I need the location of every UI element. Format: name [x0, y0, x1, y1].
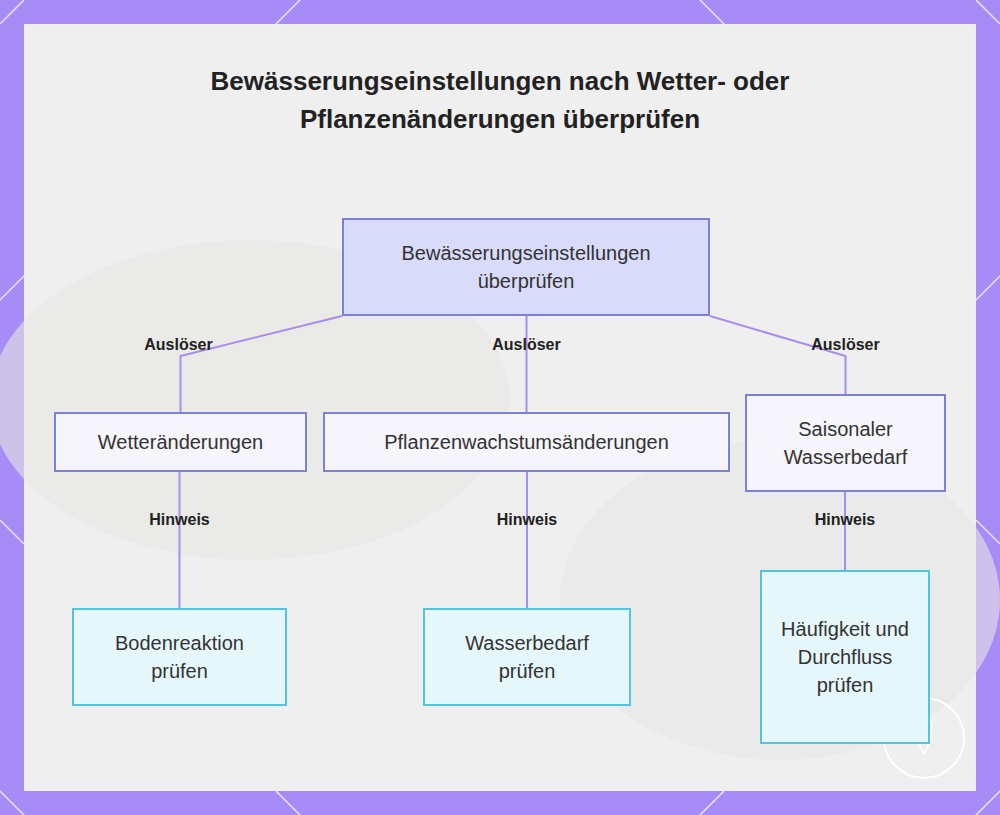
edge-label: Hinweis — [815, 511, 875, 529]
process-box: Pflanzenwachstumsänderungen — [323, 412, 730, 472]
edge-label: Auslöser — [144, 336, 212, 354]
box-content: Bewässerungseinstellungen überprüfen — [354, 239, 698, 295]
box-text: Pflanzenwachstumsänderungen — [384, 428, 669, 456]
box-content: Bodenreaktion prüfen — [84, 629, 275, 685]
diagram-title: Bewässerungseinstellungen nach Wetter- o… — [200, 62, 800, 138]
box-text: Bewässerungseinstellungen überprüfen — [354, 239, 698, 295]
edge-label: Auslöser — [492, 336, 560, 354]
connector — [844, 492, 846, 570]
box-text: Bodenreaktion prüfen — [84, 629, 275, 685]
box-text: Wetteränderungen — [98, 428, 263, 456]
box-text: Häufigkeit und Durchfluss prüfen — [772, 615, 918, 699]
connector — [526, 316, 528, 412]
box-content: Saisonaler Wasserbedarf — [757, 415, 934, 471]
connector — [526, 472, 528, 608]
connector — [710, 316, 846, 394]
process-box: Saisonaler Wasserbedarf — [745, 394, 946, 492]
connector — [181, 316, 343, 412]
box-text: Wasserbedarf prüfen — [435, 629, 619, 685]
connector — [179, 472, 181, 608]
process-box: Bewässerungseinstellungen überprüfen — [342, 218, 710, 316]
edge-label: Auslöser — [811, 336, 879, 354]
box-content: Wasserbedarf prüfen — [435, 629, 619, 685]
process-box: Häufigkeit und Durchfluss prüfen — [760, 570, 930, 744]
edge-label: Hinweis — [497, 511, 557, 529]
box-content: Häufigkeit und Durchfluss prüfen — [772, 615, 918, 699]
edge-label: Hinweis — [149, 511, 209, 529]
process-box: Bodenreaktion prüfen — [72, 608, 287, 706]
box-content: Wetteränderungen — [98, 428, 263, 456]
box-content: Pflanzenwachstumsänderungen — [384, 428, 669, 456]
process-box: Wetteränderungen — [54, 412, 307, 472]
box-text: Saisonaler Wasserbedarf — [757, 415, 934, 471]
process-box: Wasserbedarf prüfen — [423, 608, 631, 706]
